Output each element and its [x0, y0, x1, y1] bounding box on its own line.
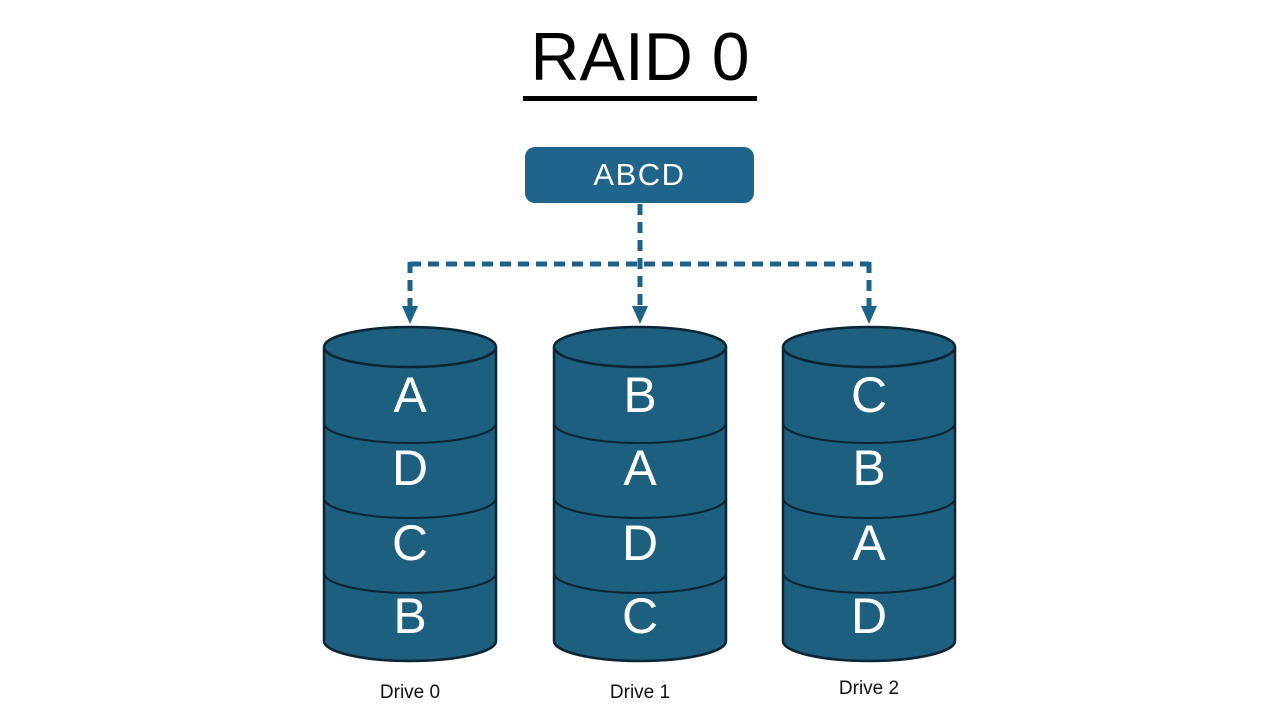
- cylinder-body: [322, 347, 498, 663]
- block-letter: C: [622, 588, 658, 644]
- page-title-text: RAID 0: [523, 22, 757, 101]
- drive-1: B A D C Drive 1: [551, 323, 729, 704]
- block-letter: C: [851, 367, 887, 423]
- block-letter: B: [393, 588, 426, 644]
- drive-0-cylinder-icon: A D C B: [322, 325, 498, 663]
- block-letter: D: [622, 515, 658, 571]
- block-letter: A: [623, 440, 657, 496]
- cylinder-divider: [782, 497, 956, 519]
- cylinder-divider: [782, 422, 956, 444]
- drive-0-label: Drive 0: [379, 682, 441, 703]
- block-letter: D: [851, 588, 887, 644]
- drive-2: C B A D Drive 2: [780, 323, 958, 700]
- cylinder-divider: [553, 572, 727, 594]
- page-title: RAID 0: [0, 22, 1280, 101]
- drive-0: A D C B Drive 0: [321, 323, 499, 704]
- cylinder-divider: [553, 422, 727, 444]
- cylinder-divider: [553, 497, 727, 519]
- cylinder-divider: [323, 572, 497, 594]
- data-block-label: ABCD: [593, 157, 686, 192]
- cylinder-body: [552, 347, 728, 663]
- block-letter: D: [392, 440, 428, 496]
- arrow-down-icon: [632, 306, 648, 324]
- cylinder-top: [781, 325, 957, 369]
- block-letter: B: [623, 367, 656, 423]
- drive-2-cylinder-icon: C B A D: [781, 325, 957, 663]
- data-block-box: ABCD: [525, 147, 754, 203]
- arrow-down-icon: [402, 306, 418, 324]
- arrow-down-icon: [861, 306, 877, 324]
- cylinder-top: [552, 325, 728, 369]
- block-letter: A: [852, 515, 886, 571]
- cylinder-top: [322, 325, 498, 369]
- cylinder-body: [781, 347, 957, 663]
- cylinder-divider: [323, 497, 497, 519]
- drive-1-cylinder-icon: B A D C: [552, 325, 728, 663]
- drive-2-label: Drive 2: [838, 678, 900, 699]
- cylinder-divider: [323, 422, 497, 444]
- cylinder-divider: [782, 572, 956, 594]
- block-letter: A: [393, 367, 427, 423]
- drive-1-label: Drive 1: [609, 682, 671, 703]
- block-letter: B: [852, 440, 885, 496]
- block-letter: C: [392, 515, 428, 571]
